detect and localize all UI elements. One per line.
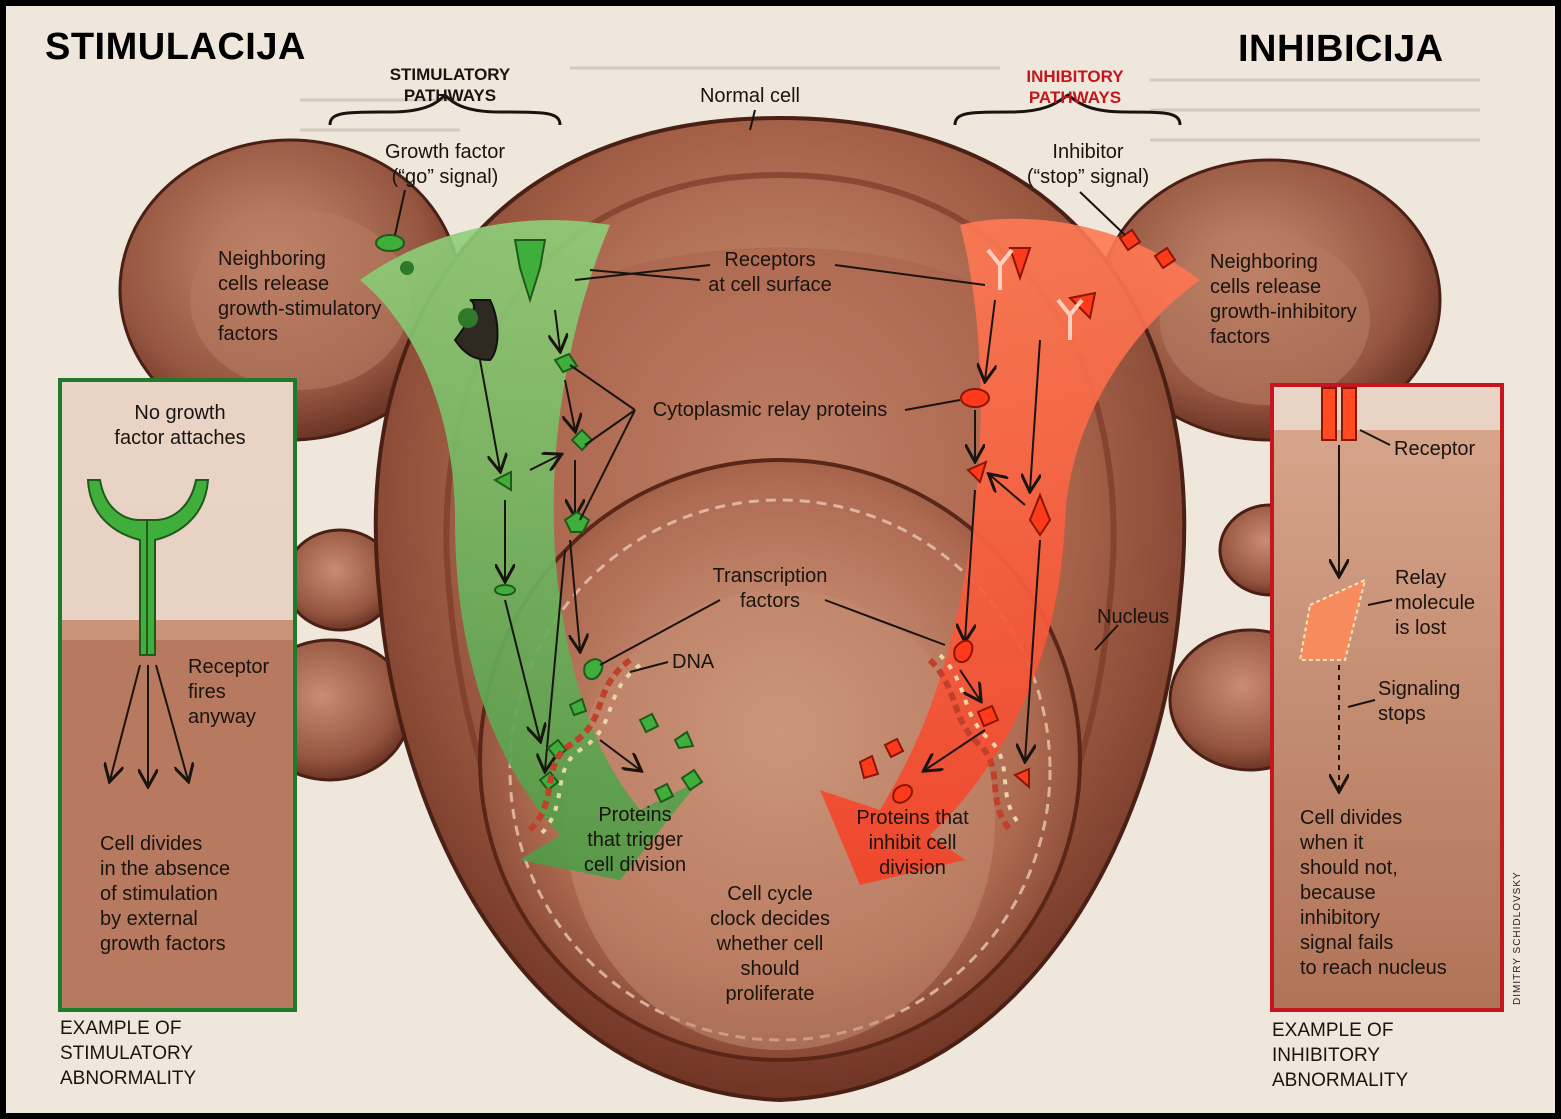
neighbor-cells-stimulatory-label: Neighboring cells release growth-stimula… [218, 247, 408, 347]
cell-cycle-clock-label: Cell cycle clock decides whether cell sh… [695, 882, 845, 1007]
illustrator-credit: DIMITRY SCHIDLOVSKY [1512, 871, 1523, 1005]
stimulatory-abnormality-caption: EXAMPLE OF STIMULATORY ABNORMALITY [60, 1016, 260, 1091]
proteins-inhibit-label: Proteins that inhibit cell division [840, 806, 985, 881]
receptor-label: Receptor [1394, 437, 1494, 462]
proteins-trigger-label: Proteins that trigger cell division [565, 803, 705, 878]
stimulatory-pathways-header: STIMULATORY PATHWAYS [365, 64, 535, 106]
growth-factor-label: Growth factor (“go” signal) [355, 140, 535, 190]
cell-divides-when-not-label: Cell divides when it should not, because… [1300, 806, 1475, 981]
title-inhibicija: INHIBICIJA [1238, 28, 1444, 71]
normal-cell-label: Normal cell [665, 84, 835, 109]
nucleus-label: Nucleus [1097, 605, 1197, 630]
cell-divides-absence-label: Cell divides in the absence of stimulati… [100, 832, 290, 957]
neighbor-cells-inhibitory-label: Neighboring cells release growth-inhibit… [1210, 250, 1400, 350]
receptor-fires-label: Receptor fires anyway [188, 655, 288, 730]
inhibitory-pathways-header: INHIBITORY PATHWAYS [990, 66, 1160, 108]
title-stimulacija: STIMULACIJA [45, 26, 306, 69]
transcription-factors-label: Transcription factors [685, 564, 855, 614]
inhibitor-label: Inhibitor (“stop” signal) [1003, 140, 1173, 190]
cytoplasmic-relay-label: Cytoplasmic relay proteins [635, 398, 905, 423]
no-growth-factor-label: No growth factor attaches [100, 401, 260, 451]
relay-lost-label: Relay molecule is lost [1395, 566, 1495, 641]
dna-label: DNA [672, 650, 732, 675]
inhibitory-abnormality-caption: EXAMPLE OF INHIBITORY ABNORMALITY [1272, 1018, 1472, 1093]
receptors-label: Receptors at cell surface [685, 248, 855, 298]
signaling-stops-label: Signaling stops [1378, 677, 1488, 727]
